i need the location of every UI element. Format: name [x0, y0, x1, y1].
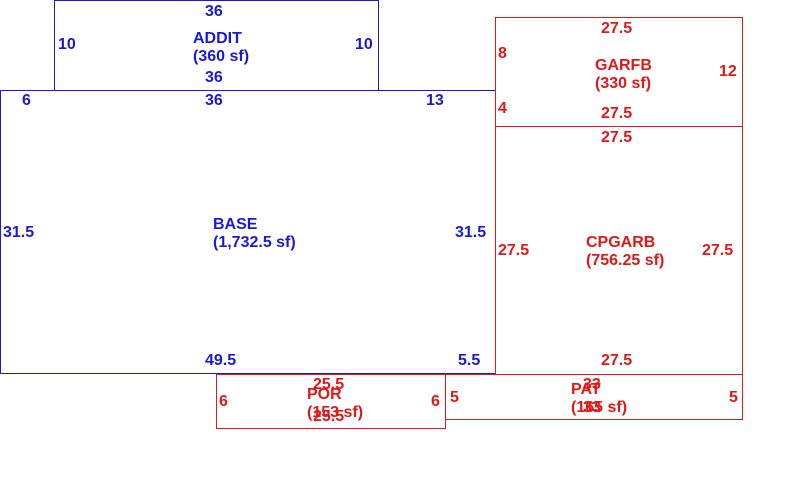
por-dim-right: 6: [431, 393, 440, 410]
por-area: (153 sf): [307, 404, 364, 421]
garfb-dim-left-top: 8: [498, 45, 507, 62]
base-label: BASE (1,732.5 sf): [213, 216, 296, 252]
garfb-dim-bottom: 27.5: [601, 105, 633, 122]
base-dim-top: 36: [205, 92, 223, 109]
cpgarb-name: CPGARB: [586, 234, 656, 251]
base-dim-right: 31.5: [455, 224, 487, 241]
garfb-name: GARFB: [595, 57, 652, 74]
addit-dim-right: 10: [355, 36, 373, 53]
pat-name: PAT: [571, 381, 601, 398]
por-name: POR: [307, 386, 342, 403]
pat-dim-right: 5: [729, 389, 738, 406]
garfb-dim-left-bottom: 4: [498, 100, 507, 117]
cpgarb-area: (756.25 sf): [586, 252, 665, 269]
pat-dim-bottom: 33: [583, 399, 601, 416]
pat-dim-left: 5: [450, 389, 459, 406]
addit-label: ADDIT (360 sf): [193, 30, 249, 66]
cpgarb-dim-left: 27.5: [498, 242, 530, 259]
base-name: BASE: [213, 216, 258, 233]
base-dim-bottom: 49.5: [205, 352, 237, 369]
base-dim-left: 31.5: [3, 224, 35, 241]
cpgarb-dim-right: 27.5: [702, 242, 734, 259]
cpgarb-label: CPGARB (756.25 sf): [586, 234, 664, 270]
addit-dim-bottom: 36: [205, 69, 223, 86]
cpgarb-dim-bottom: 27.5: [601, 352, 633, 369]
cpgarb-dim-top: 27.5: [601, 129, 633, 146]
addit-area: (360 sf): [193, 48, 250, 65]
por-dim-top: 25.5: [313, 376, 345, 393]
pat-dim-top: 33: [583, 376, 601, 393]
base-area: (1,732.5 sf): [213, 234, 296, 251]
por-dim-bottom: 25.5: [313, 408, 345, 425]
garfb-area: (330 sf): [595, 75, 652, 92]
garfb-dim-top: 27.5: [601, 20, 633, 37]
por-label: POR (153 sf): [307, 386, 363, 422]
base-dim-bottom-right: 5.5: [458, 352, 481, 369]
pat-label: PAT (165 sf): [571, 381, 627, 417]
garfb-label: GARFB (330 sf): [595, 57, 652, 93]
pat-area: (165 sf): [571, 399, 628, 416]
por-dim-left: 6: [219, 393, 228, 410]
base-dim-top-right: 13: [426, 92, 444, 109]
garfb-dim-right: 12: [719, 63, 737, 80]
addit-dim-top: 36: [205, 3, 223, 20]
base-dim-top-left: 6: [22, 92, 31, 109]
addit-name: ADDIT: [193, 30, 242, 47]
room-pat-outline: [445, 374, 743, 420]
addit-dim-left: 10: [58, 36, 76, 53]
